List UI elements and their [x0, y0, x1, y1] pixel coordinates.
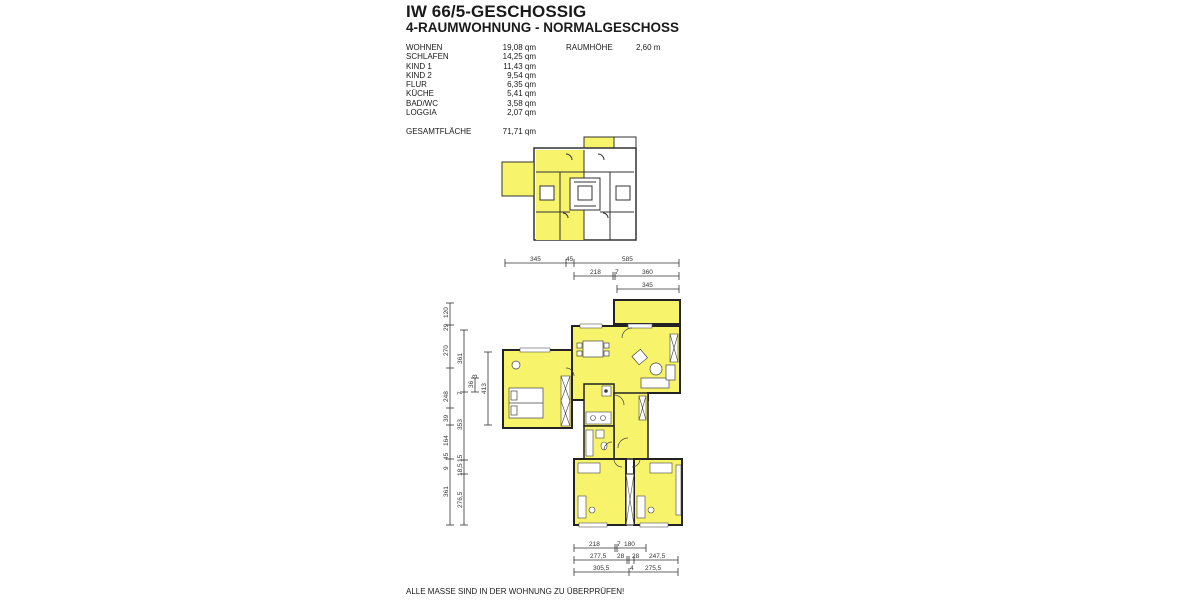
dim-bottom-180: 180 [624, 541, 635, 548]
svg-text:15: 15 [457, 454, 464, 462]
svg-text:3: 3 [472, 374, 479, 378]
main-floor-plan [502, 299, 683, 528]
dim-bottom-2775: 277,5 [590, 553, 607, 560]
dim-top-345: 345 [530, 256, 541, 263]
footer-note: ALLE MASSE SIND IN DER WOHNUNG ZU ÜBERPR… [406, 587, 625, 596]
svg-text:36: 36 [468, 380, 475, 388]
dim-bottom-28b: 28 [632, 553, 640, 560]
left-dimension-chains [446, 302, 492, 526]
dim-bottom-2475: 247,5 [649, 553, 666, 560]
svg-text:7: 7 [457, 391, 464, 395]
svg-text:9: 9 [443, 466, 450, 470]
svg-text:413: 413 [481, 383, 488, 394]
svg-text:276,5: 276,5 [457, 491, 464, 508]
key-plan [501, 136, 637, 241]
room-loggia [613, 299, 681, 325]
svg-text:29: 29 [443, 323, 450, 331]
svg-text:270: 270 [443, 345, 450, 356]
dim-top-45: 45 [566, 256, 574, 263]
dim-bottom-28a: 28 [617, 553, 625, 560]
bottom-dimension-chains [573, 544, 679, 576]
dim-bottom-4: 4 [630, 565, 634, 572]
dim-top-360: 360 [642, 269, 653, 276]
plan-subtitle: 4-RAUMWOHNUNG - NORMALGESCHOSS [406, 20, 679, 35]
svg-text:120: 120 [443, 307, 450, 318]
top-dimension-chains [504, 259, 680, 293]
room-height: RAUMHÖHE 2,60 m [566, 43, 661, 52]
dim-top-218: 218 [590, 269, 601, 276]
plan-title: IW 66/5-GESCHOSSIG [406, 2, 587, 21]
svg-text:361: 361 [457, 353, 464, 364]
svg-text:18,5: 18,5 [457, 463, 464, 476]
dim-bottom-218: 218 [589, 541, 600, 548]
dim-top-345b: 345 [642, 282, 653, 289]
svg-text:45: 45 [443, 452, 450, 460]
total-area: GESAMTFLÄCHE 71,71 qm [406, 127, 536, 136]
svg-text:248: 248 [443, 391, 450, 402]
dim-top-7: 7 [615, 269, 619, 276]
svg-text:361: 361 [443, 486, 450, 497]
dim-bottom-2755: 275,5 [645, 565, 662, 572]
dim-top-585: 585 [622, 256, 633, 263]
svg-text:164: 164 [443, 435, 450, 446]
svg-text:353: 353 [457, 419, 464, 430]
svg-text:39: 39 [443, 414, 450, 422]
dim-bottom-3055: 305,5 [593, 565, 610, 572]
dim-bottom-7: 7 [617, 541, 621, 548]
left-dimension-labels: 120 29 270 248 39 164 45 9 361 361 7 353… [443, 307, 488, 508]
